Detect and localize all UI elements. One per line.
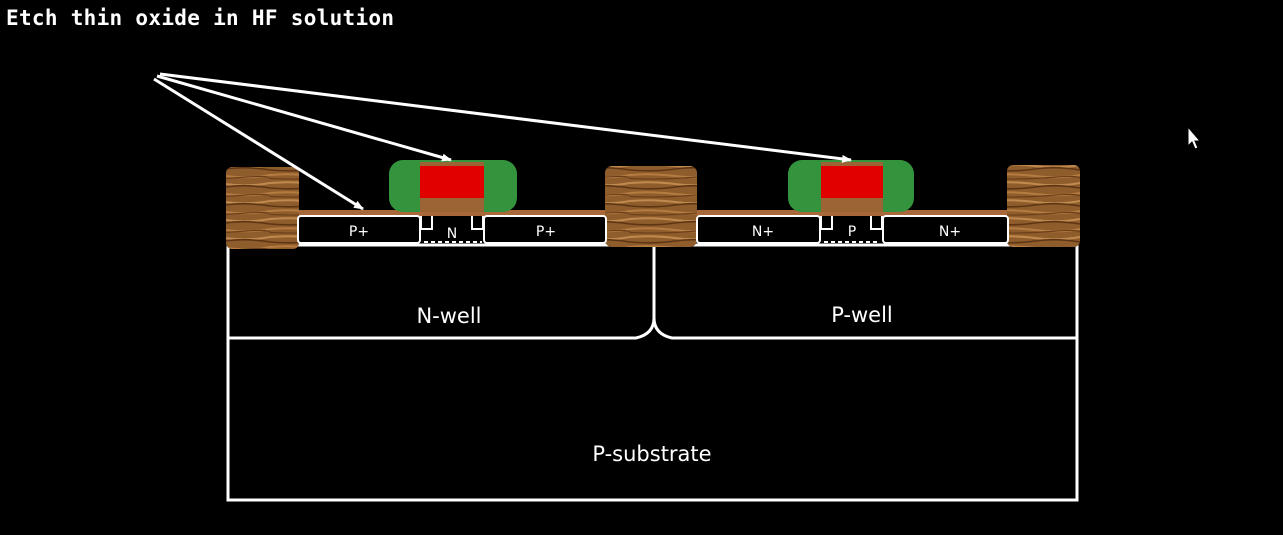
pmos-ldd-left (420, 216, 433, 230)
thin-oxide-layer-right (695, 210, 1010, 216)
slide-title: Etch thin oxide in HF solution (6, 6, 395, 30)
arrow-to-pmos-gate-oxide (156, 74, 452, 162)
label-nmos-drain: N+ (939, 224, 961, 240)
label-p-substrate: P-substrate (592, 442, 711, 466)
nmos-ldd-right (870, 216, 883, 230)
pmos-ldd-right (471, 216, 484, 230)
label-pmos-drain: P+ (536, 224, 556, 240)
field-oxide-left (226, 167, 299, 249)
label-nmos-source: N+ (752, 224, 774, 240)
label-pmos-channel: N (447, 226, 457, 242)
label-p-well: P-well (831, 303, 893, 327)
thin-oxide-layer-left (298, 210, 608, 216)
label-n-well: N-well (416, 304, 481, 328)
nmos-ldd-left (820, 216, 833, 230)
mouse-pointer-icon (1187, 125, 1202, 150)
label-nmos-channel: P (848, 224, 856, 240)
nmos-poly-gate (821, 166, 883, 198)
arrow-to-nmos-gate-oxide (159, 72, 852, 163)
label-pmos-source: P+ (349, 224, 369, 240)
field-oxide-right (1007, 165, 1080, 247)
arrow-to-pmos-source-oxide (153, 77, 364, 211)
field-oxide-middle (605, 166, 697, 247)
pmos-poly-gate (420, 166, 484, 198)
well-boundary-line (228, 245, 1077, 340)
